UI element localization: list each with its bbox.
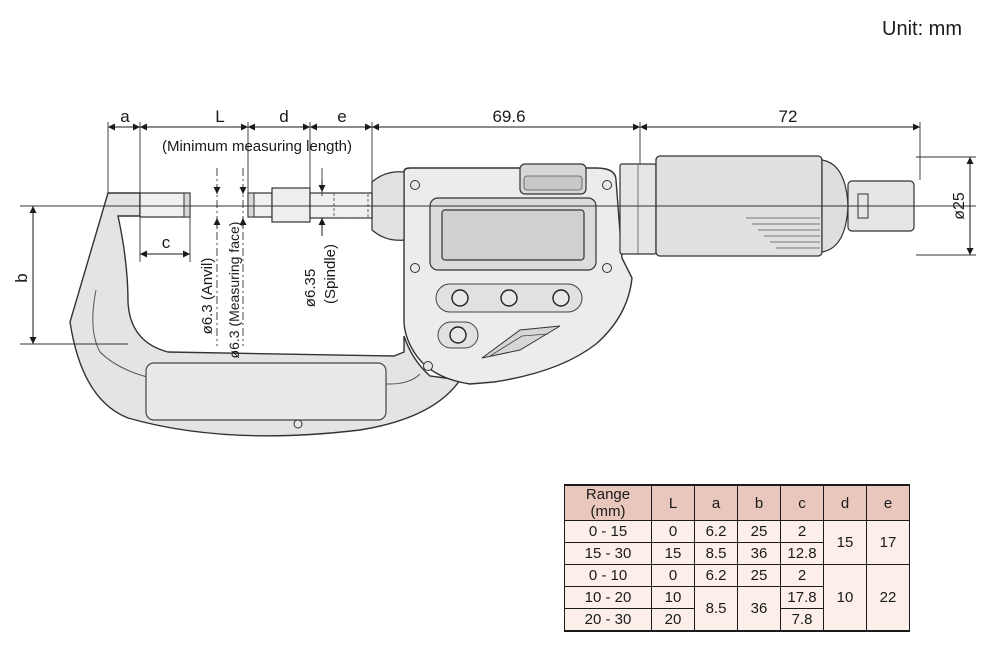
face-diameter-label: ø6.3 (Measuring face) — [226, 222, 242, 359]
frame-label-plate — [145, 362, 387, 421]
cell-c: 7.8 — [780, 608, 824, 632]
cell-range: 0 - 10 — [564, 564, 652, 587]
cell-d: 15 — [823, 520, 867, 565]
spindle-step — [271, 187, 311, 223]
cell-range: 15 - 30 — [564, 542, 652, 565]
spindle-word-label: (Spindle) — [322, 244, 339, 304]
cell-L: 10 — [651, 586, 695, 609]
button-origin — [451, 289, 469, 307]
anvil — [139, 192, 191, 218]
unit-label: Unit: mm — [882, 18, 962, 40]
table-header-row: Range (mm) L a b c d e — [564, 484, 910, 521]
cell-a: 8.5 — [694, 586, 738, 632]
cell-a: 6.2 — [694, 520, 738, 543]
cell-c: 2 — [780, 564, 824, 587]
table-row: 0 - 10 0 6.2 25 2 10 22 — [564, 564, 910, 632]
dim-69-6-label: 69.6 — [492, 107, 525, 126]
dim-72-label: 72 — [779, 107, 798, 126]
cell-d: 10 — [823, 564, 867, 632]
cell-range: 10 - 20 — [564, 586, 652, 609]
extension-lines — [20, 122, 976, 345]
header-L: L — [651, 484, 695, 521]
spindle — [309, 192, 373, 219]
cell-e: 17 — [866, 520, 910, 565]
table-row: 20 - 30 20 7.8 — [564, 608, 910, 632]
lcd-screen — [441, 209, 585, 261]
screws — [293, 180, 612, 429]
table-row: 15 - 30 15 8.5 36 12.8 — [564, 542, 910, 565]
cell-c: 17.8 — [780, 586, 824, 609]
cell-b: 36 — [737, 542, 781, 565]
dim-c-label: c — [162, 233, 171, 252]
min-length-note: (Minimum measuring length) — [162, 138, 352, 155]
dim-a-label: a — [120, 107, 130, 126]
output-connector — [481, 325, 561, 359]
cell-a: 8.5 — [694, 542, 738, 565]
cell-c: 2 — [780, 520, 824, 543]
dimension-lines — [29, 123, 974, 344]
table-row: 0 - 15 0 6.2 25 2 15 17 — [564, 520, 910, 565]
header-b: b — [737, 484, 781, 521]
cell-b: 36 — [737, 586, 781, 632]
anvil-diameter-label: ø6.3 (Anvil) — [199, 258, 216, 335]
cell-range: 0 - 15 — [564, 520, 652, 543]
header-range: Range (mm) — [564, 484, 652, 521]
cell-b: 25 — [737, 520, 781, 543]
frame-inner-groove — [92, 289, 421, 385]
dim-e-label: e — [337, 107, 346, 126]
header-d: d — [823, 484, 867, 521]
micrometer-drawing: a L d e 69.6 72 (Minimum measuring lengt… — [12, 107, 976, 437]
power-button — [449, 326, 467, 344]
cell-range: 20 - 30 — [564, 608, 652, 632]
dim-b-label: b — [12, 273, 31, 282]
button-zero — [552, 289, 570, 307]
cell-L: 20 — [651, 608, 695, 632]
cell-b: 25 — [737, 564, 781, 587]
button-hold — [500, 289, 518, 307]
spec-table: Range (mm) L a b c d e 0 - 15 0 6.2 25 2… — [564, 484, 910, 632]
header-c: c — [780, 484, 824, 521]
cell-c: 12.8 — [780, 542, 824, 565]
cell-L: 0 — [651, 520, 695, 543]
header-e: e — [866, 484, 910, 521]
cell-L: 15 — [651, 542, 695, 565]
cell-L: 0 — [651, 564, 695, 587]
dim-L-label: L — [215, 107, 224, 126]
table-row: 10 - 20 10 8.5 36 17.8 — [564, 586, 910, 632]
dim-d-label: d — [279, 107, 288, 126]
header-a: a — [694, 484, 738, 521]
cell-e: 22 — [866, 564, 910, 632]
dim-diameter-25-label: ø25 — [951, 192, 968, 220]
cell-a: 6.2 — [694, 564, 738, 587]
thimble-knurl — [746, 217, 820, 249]
spindle-diameter-label: ø6.35 — [302, 269, 319, 307]
